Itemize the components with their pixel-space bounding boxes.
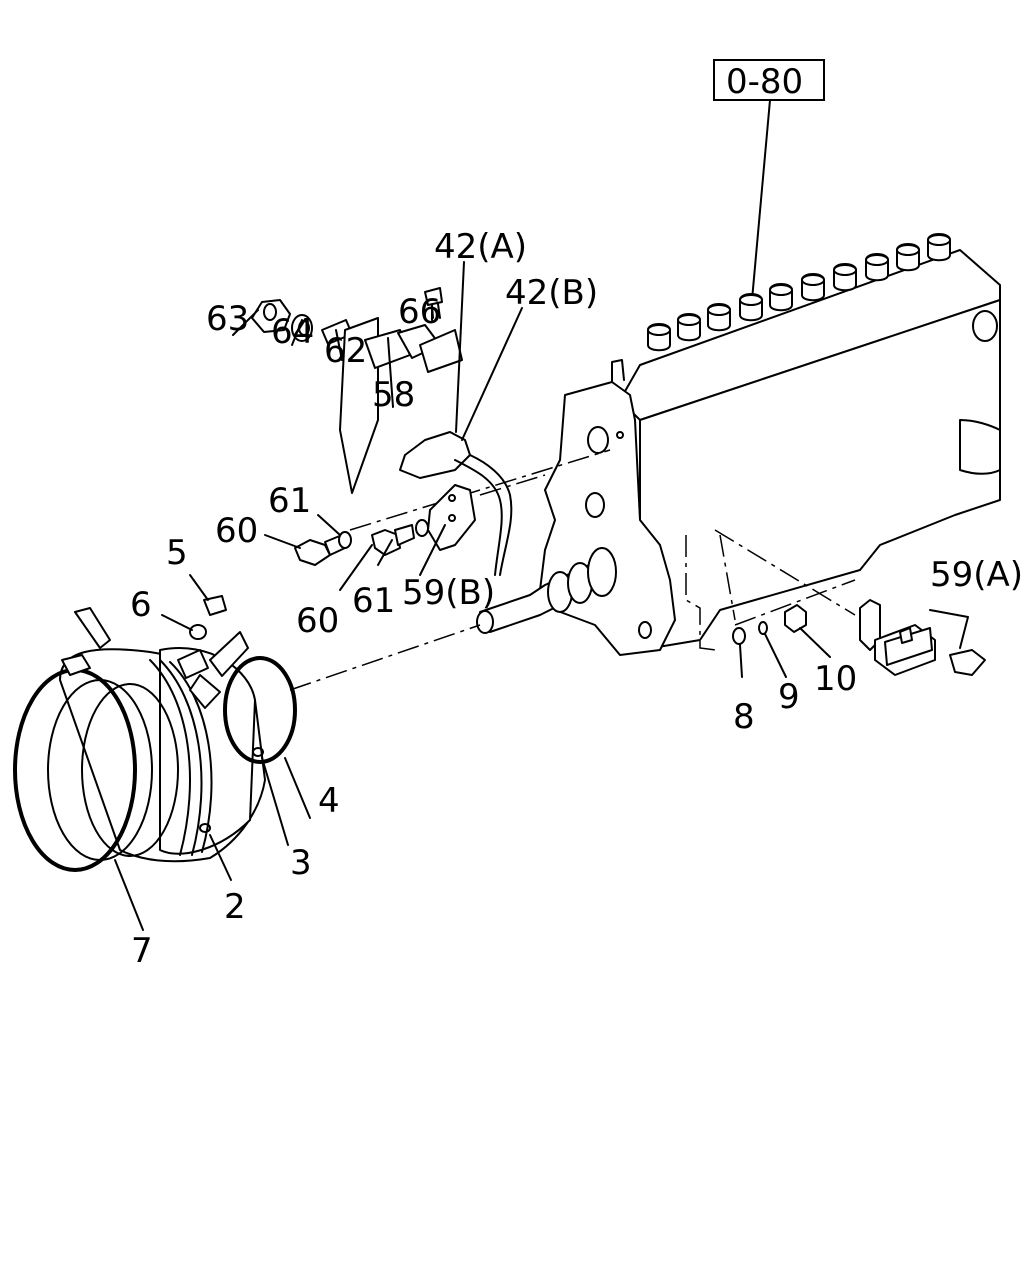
callout-labels: 42(A) 42(B) 63 64 62 58 66 61 60 61 59(B… bbox=[130, 227, 1023, 971]
drive-shaft bbox=[476, 547, 617, 634]
label-42b: 42(B) bbox=[505, 273, 598, 313]
label-60-lower: 60 bbox=[296, 601, 339, 641]
label-3: 3 bbox=[290, 843, 312, 883]
label-9: 9 bbox=[778, 677, 800, 717]
label-4: 4 bbox=[318, 781, 340, 821]
timer-housing bbox=[13, 595, 297, 872]
lever-bracket-assembly bbox=[251, 287, 513, 576]
leader-lines bbox=[114, 261, 831, 931]
label-61-upper: 61 bbox=[268, 481, 311, 521]
reference-box: 0-80 bbox=[713, 59, 825, 301]
label-60-upper: 60 bbox=[215, 511, 258, 551]
label-10: 10 bbox=[814, 659, 857, 699]
label-59b: 59(B) bbox=[402, 573, 495, 613]
label-59a: 59(A) bbox=[930, 555, 1023, 595]
label-64: 64 bbox=[271, 312, 314, 352]
reference-box-text: 0-80 bbox=[726, 62, 803, 102]
label-6: 6 bbox=[130, 585, 152, 625]
label-8: 8 bbox=[733, 697, 755, 737]
label-5: 5 bbox=[166, 533, 188, 573]
label-7: 7 bbox=[131, 931, 153, 971]
delivery-valve-holders bbox=[647, 233, 951, 352]
label-42a: 42(A) bbox=[434, 227, 527, 267]
label-66: 66 bbox=[398, 292, 441, 332]
assembly-centerlines bbox=[289, 449, 856, 691]
label-2: 2 bbox=[224, 887, 246, 927]
label-62: 62 bbox=[324, 331, 367, 371]
label-61-lower: 61 bbox=[352, 581, 395, 621]
label-63: 63 bbox=[206, 299, 249, 339]
label-58: 58 bbox=[372, 375, 415, 415]
bracket-assembly-59a bbox=[732, 599, 986, 676]
